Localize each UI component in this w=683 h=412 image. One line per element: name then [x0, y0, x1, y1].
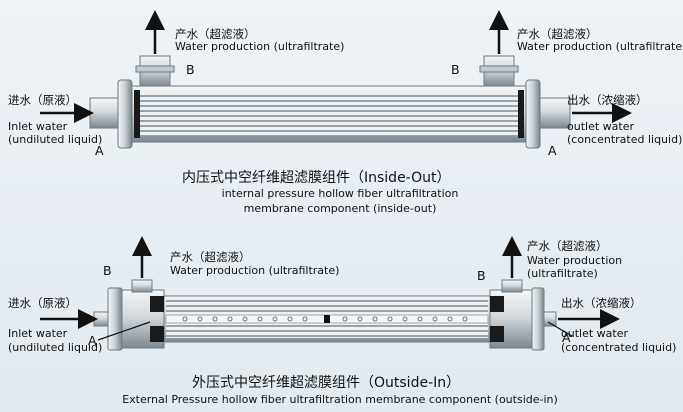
product-left-en: Water production (ultrafiltrate) — [170, 264, 340, 277]
title-inside-out: 内压式中空纤维超滤膜组件（Inside-Out） — [182, 170, 451, 186]
product-port-right — [501, 279, 523, 293]
potting-right — [518, 90, 524, 138]
label-A-right: A — [548, 143, 557, 158]
inlet-en-1: Inlet water — [8, 120, 68, 133]
label-A-left: A — [95, 143, 104, 158]
outlet-en-1: outlet water — [567, 120, 634, 133]
label-B-right: B — [477, 268, 486, 283]
inlet-en-1: Inlet water — [8, 327, 68, 340]
label-A-right: A — [562, 330, 571, 345]
subtitle-line-2: membrane component (inside-out) — [243, 202, 437, 215]
product-left-cn: 产水（超滤液） — [175, 27, 256, 41]
product-right-en-2: (ultrafiltrate) — [527, 267, 598, 280]
label-B-right: B — [451, 62, 460, 77]
inlet-en-2: (undiluted liquid) — [8, 341, 103, 354]
label-A-left: A — [88, 333, 97, 348]
label-B-left: B — [186, 62, 195, 77]
subtitle-outside-in: External Pressure hollow fiber ultrafilt… — [122, 393, 558, 406]
inlet-cn: 进水（原液） — [8, 296, 77, 310]
product-right-en: Water production (ultrafiltrate) — [517, 40, 683, 53]
outlet-cn: 出水（浓缩液） — [561, 296, 642, 310]
label-B-left: B — [103, 263, 112, 278]
outlet-pipe — [539, 97, 571, 129]
title-outside-in: 外压式中空纤维超滤膜组件（Outside-In） — [192, 375, 461, 391]
product-left-cn: 产水（超滤液） — [170, 250, 251, 264]
outside-in-module — [40, 236, 620, 351]
outlet-cn: 出水（浓缩液） — [567, 93, 648, 107]
product-right-cn: 产水（超滤液） — [527, 239, 608, 253]
outlet-pipe — [543, 311, 557, 327]
inlet-cn: 进水（原液） — [8, 93, 77, 107]
subtitle-inside-out: internal pressure hollow fiber ultrafilt… — [190, 186, 490, 216]
inlet-en-2: (undiluted liquid) — [8, 133, 103, 146]
outlet-en-2: (concentrated liquid) — [561, 341, 677, 354]
product-left-en: Water production (ultrafiltrate) — [175, 40, 345, 53]
left-endcap — [117, 79, 133, 149]
inlet-pipe — [89, 97, 123, 129]
subtitle-line-1: internal pressure hollow fiber ultrafilt… — [221, 187, 459, 200]
fiber-bundle — [138, 92, 520, 136]
inside-out-module — [40, 10, 632, 149]
outlet-en-1: outlet water — [561, 327, 628, 340]
product-right-en-1: Water production — [527, 254, 623, 267]
product-right-cn: 产水（超滤液） — [517, 27, 598, 41]
potting-left — [134, 90, 140, 138]
right-endcap — [525, 79, 541, 149]
product-port-left — [131, 279, 153, 293]
pointer-line-right — [547, 321, 573, 337]
pointer-line-left — [97, 321, 151, 341]
inlet-pipe — [93, 311, 109, 327]
outlet-en-2: (concentrated liquid) — [567, 133, 683, 146]
